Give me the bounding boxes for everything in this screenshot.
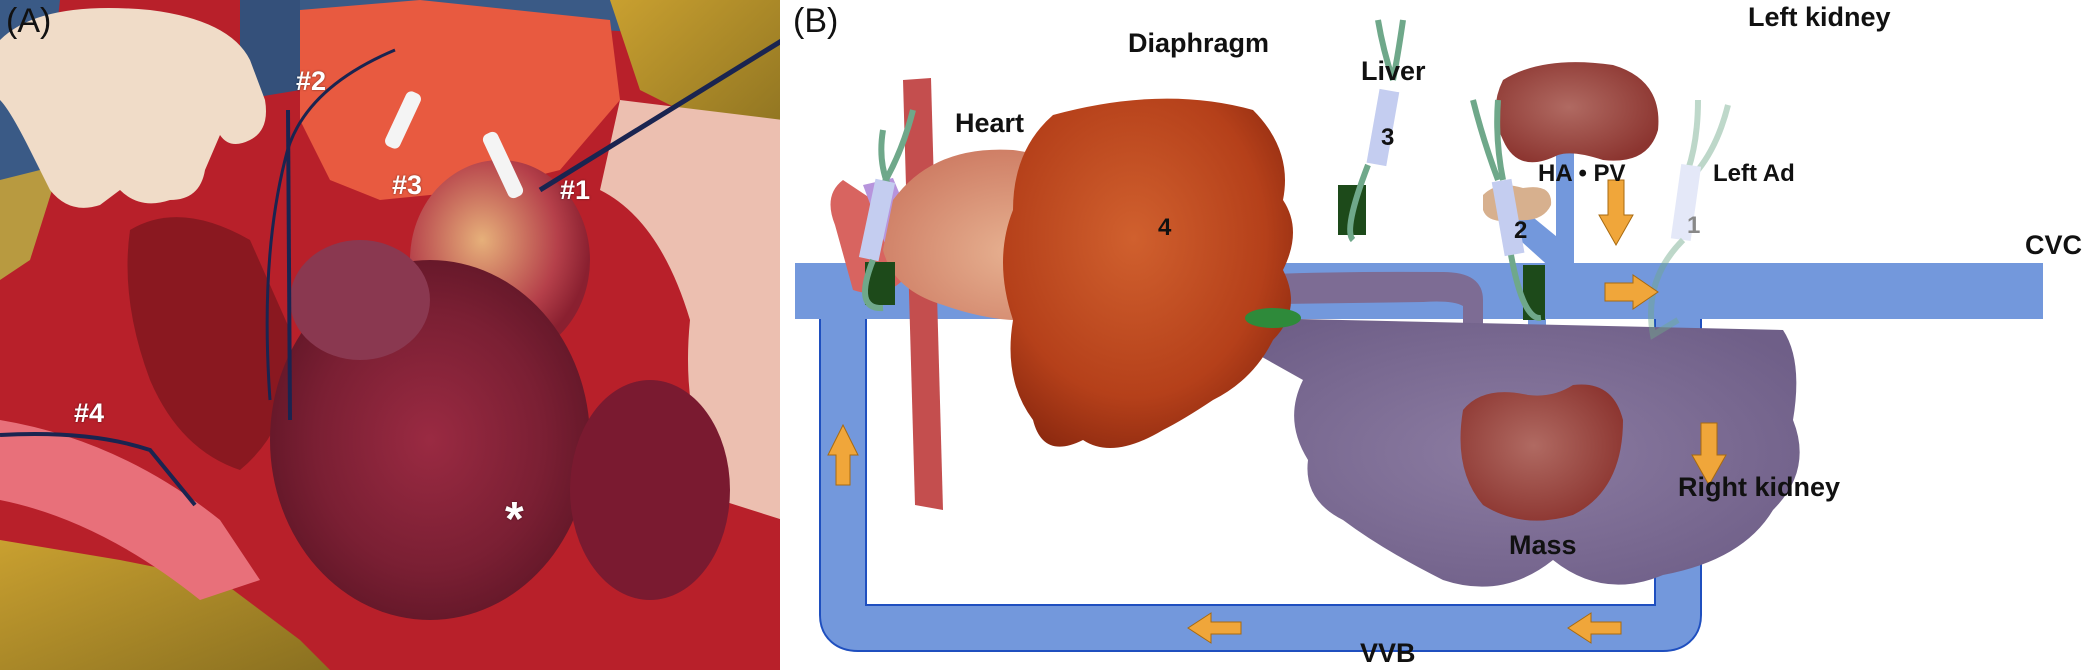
vessel-loop-1 (538, 37, 783, 193)
label-mass: Mass (1509, 530, 1577, 560)
rummel-tube (482, 131, 524, 199)
tourniquet-number-4: 4 (1158, 214, 1172, 241)
tag-loop-2: #2 (296, 66, 327, 96)
label-cvc: CVC (2025, 230, 2083, 260)
left-renal-vein (1556, 145, 1574, 265)
intestine-tissue (600, 100, 783, 520)
left-kidney (1495, 62, 1659, 163)
gallbladder (1245, 308, 1301, 328)
rummel-tube (385, 91, 421, 149)
vvb-circuit (819, 314, 1702, 652)
label-liver: Liver (1361, 56, 1426, 86)
vessel-loop-4 (0, 432, 197, 507)
flow-arrows (827, 179, 1727, 644)
tourniquet-number-1: 1 (1687, 212, 1701, 239)
label-heart: Heart (955, 108, 1025, 138)
surgical-gauze (300, 0, 620, 200)
tourniquet-2 (1470, 99, 1545, 321)
label-ha-pv: HA • PV (1538, 160, 1626, 187)
arrow-left-vvb-bottom-right (1567, 612, 1622, 644)
vessel-loop-3 (265, 48, 396, 401)
tag-loop-3: #3 (392, 170, 423, 200)
arrow-down-vvb-right (1691, 422, 1727, 487)
arrow-up-vvb-left (827, 423, 859, 486)
tag-loop-1: #1 (560, 175, 591, 205)
gloved-hand (0, 8, 266, 208)
label-diaphragm: Diaphragm (1128, 28, 1270, 58)
right-kidney (1460, 384, 1623, 521)
liver (1003, 98, 1293, 449)
tourniquet-number-2: 2 (1514, 217, 1528, 244)
panel-b-label: (B) (793, 2, 839, 40)
label-vvb: VVB (1360, 638, 1416, 668)
panel-a-photo: (A) #2 #3 #1 #4 * (0, 0, 783, 670)
tourniquet-3 (1338, 19, 1406, 243)
liver-tissue (127, 217, 292, 470)
schematic-svg (795, 19, 2043, 652)
panel-a-label: (A) (6, 2, 52, 40)
left-adrenal-vein (1503, 205, 1573, 270)
tourniquet-4 (858, 109, 916, 312)
label-left-adrenal: Left Ad (1713, 160, 1795, 187)
label-left-kidney: Left kidney (1748, 2, 1891, 32)
arrow-left-vvb-bottom-left (1187, 612, 1242, 644)
arrow-down-renal (1598, 179, 1634, 247)
tourniquet-number-3: 3 (1381, 124, 1395, 151)
tag-mass-asterisk: * (505, 493, 524, 546)
tag-loop-4: #4 (74, 398, 105, 428)
label-right-kidney: Right kidney (1678, 472, 1841, 502)
surgical-photo (0, 0, 783, 670)
vena-cava-tissue (0, 420, 260, 600)
vessel-loop-2 (286, 109, 292, 421)
arrow-right-cvc (1604, 274, 1659, 310)
lower-lobe (570, 380, 730, 600)
yellow-drape-bottom (0, 540, 330, 670)
tourniquet-1 (1648, 99, 1731, 340)
panel-b-diagram: (B) Heart Diaphragm Liver Left kidney Le… (783, 0, 2095, 670)
